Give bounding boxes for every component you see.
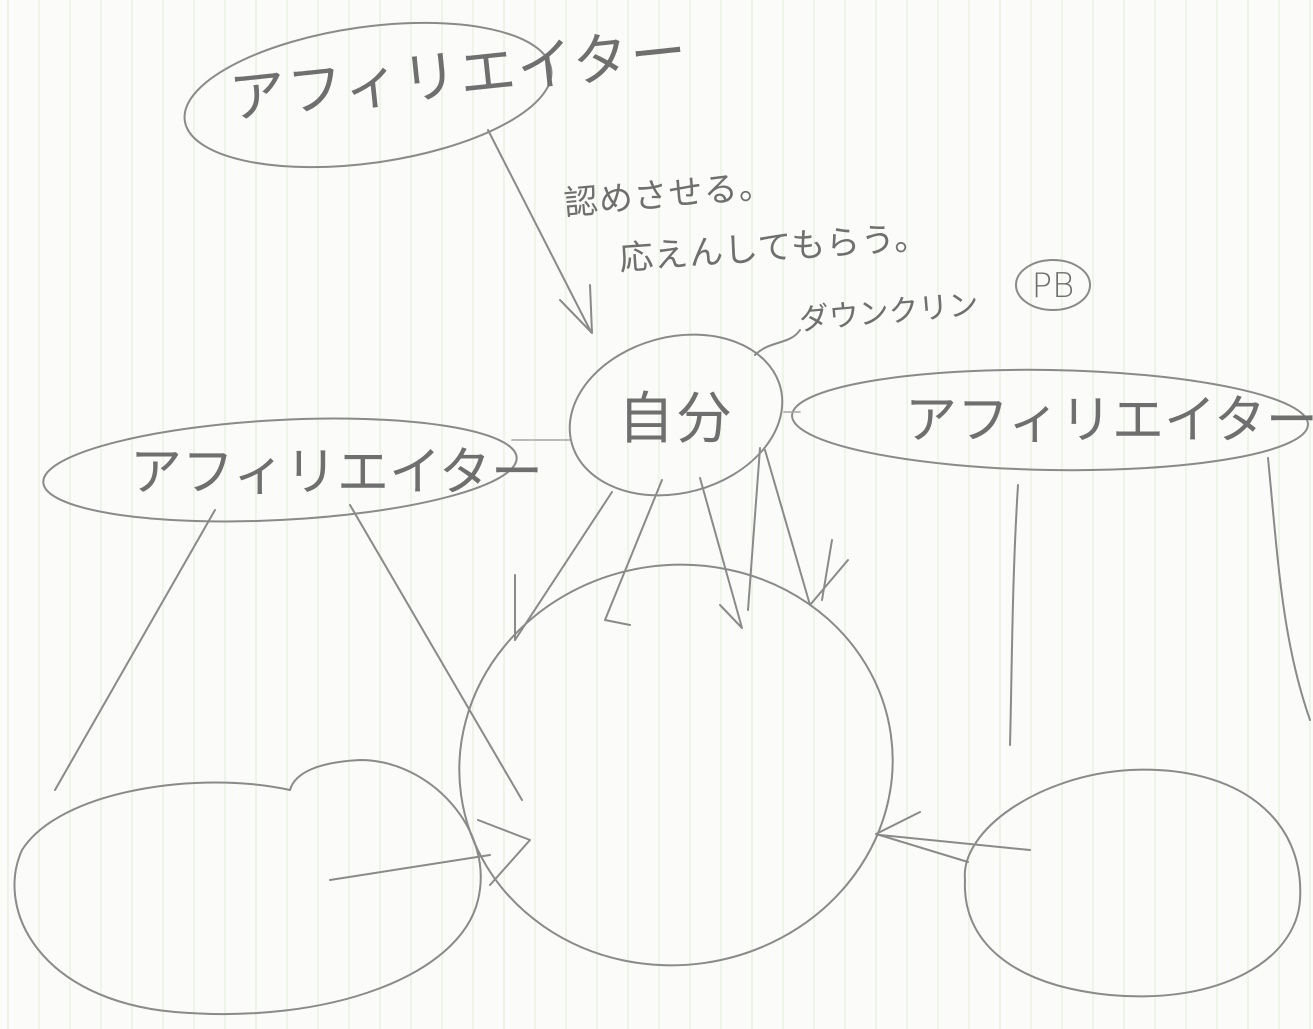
- cone-line: [1009, 484, 1019, 746]
- cone-line: [1267, 457, 1311, 721]
- annotation-line-1: 認めさせる。: [562, 166, 775, 224]
- node-label: アフィリエイター: [130, 443, 543, 503]
- stream-line: [699, 477, 743, 629]
- node-label: アフィリエイター: [227, 19, 692, 132]
- stream-line: [747, 447, 761, 611]
- streams-self-to-audience: [514, 447, 849, 641]
- node-affiliate-right: アフィリエイター: [791, 368, 1313, 472]
- node-outline: [791, 368, 1309, 472]
- bubble-lower-left: [13, 759, 531, 1016]
- node-outline: [42, 417, 518, 523]
- audience-circle: [458, 563, 894, 967]
- node-outline: [568, 333, 784, 497]
- stream-line: [764, 449, 849, 606]
- annotation: 認めさせる。 応えんしてもらう。: [562, 166, 930, 279]
- bubble-outline: [13, 759, 482, 1016]
- status-label: ダウンクリン: [798, 287, 980, 338]
- pb-badge: PB: [1015, 259, 1091, 311]
- cone-line: [349, 504, 523, 801]
- node-affiliate-mid-left: アフィリエイター: [42, 417, 543, 523]
- stream-line: [514, 491, 613, 641]
- cone-right: [1009, 457, 1311, 746]
- bubble-outline: [963, 768, 1302, 998]
- arrow-head: [559, 284, 593, 334]
- arrow-shaft: [487, 129, 591, 331]
- node-outline: [183, 21, 553, 169]
- pb-badge-outline: [1015, 259, 1091, 311]
- arrow-shaft: [879, 834, 1031, 851]
- pb-badge-label: PB: [1032, 266, 1075, 306]
- arrow-head: [875, 811, 969, 863]
- node-label: 自分: [618, 387, 734, 452]
- stream-line: [821, 539, 833, 601]
- status-note: ダウンクリン: [754, 287, 980, 356]
- cone-line: [54, 509, 216, 791]
- annotation-line-2: 応えんしてもらう。: [618, 217, 930, 279]
- arrow-shaft: [329, 854, 491, 881]
- ruled-lines: [7, 0, 1311, 1029]
- node-label: アフィリエイター: [905, 391, 1313, 451]
- node-self: 自分: [568, 333, 784, 497]
- node-affiliate-top-left: アフィリエイター: [183, 19, 692, 169]
- status-leader-line: [754, 329, 801, 356]
- arrow-top-to-self: [487, 129, 593, 334]
- bubble-lower-right: [875, 768, 1302, 998]
- cone-left: [54, 504, 523, 801]
- stream-line: [604, 479, 663, 626]
- arrow-head: [477, 819, 531, 886]
